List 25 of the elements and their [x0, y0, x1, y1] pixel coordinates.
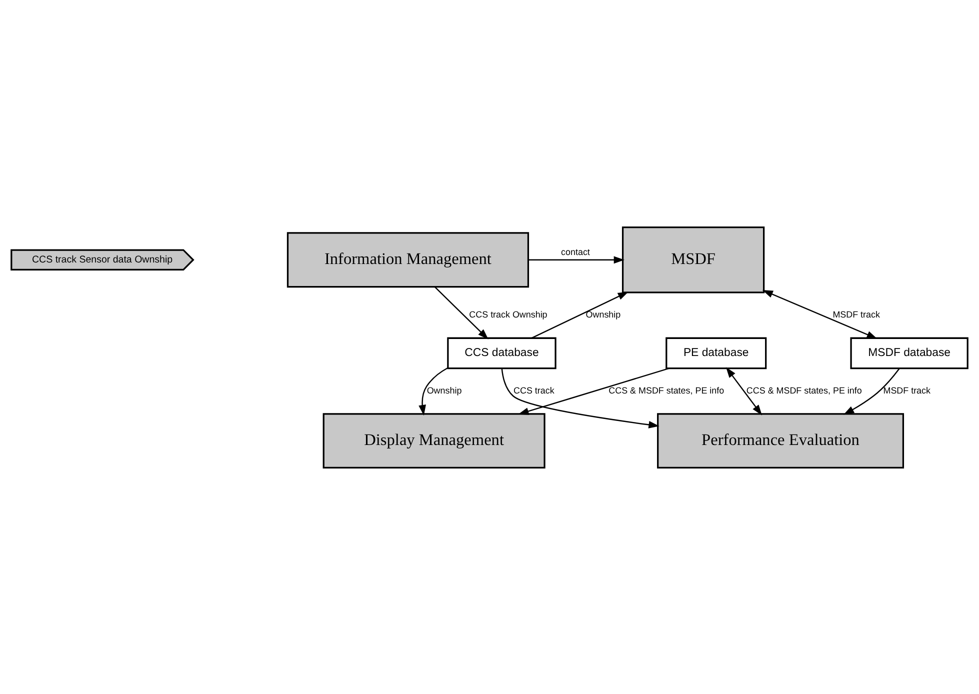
edge-label: Ownship	[426, 384, 462, 395]
node-box: Performance Evaluation	[657, 412, 904, 468]
arrow	[726, 366, 762, 415]
arrow	[518, 367, 670, 414]
edge-label: Ownship	[586, 309, 621, 320]
edge-label: CCS & MSDF states, PE info	[746, 384, 862, 395]
node-box: MSDF database	[850, 336, 968, 369]
node-box: PE database	[666, 336, 767, 369]
node-box: MSDF	[622, 226, 765, 293]
edge-label: CCS & MSDF states, PE info	[608, 384, 724, 395]
arrow	[843, 368, 900, 414]
arrow	[418, 366, 448, 416]
node-box: CCS database	[447, 336, 556, 369]
arrow	[501, 368, 660, 428]
arrow	[434, 286, 488, 339]
arrow	[528, 256, 624, 264]
edge-label: contact	[561, 246, 590, 256]
arrow	[531, 291, 628, 338]
edge-label: MSDF track	[883, 384, 931, 395]
edge-label: CCS track Ownship	[469, 309, 548, 320]
edge-label: CCS track	[514, 384, 554, 395]
edge-label: MSDF track	[832, 309, 880, 320]
arrow	[762, 290, 878, 338]
node-box: Information Management	[286, 232, 530, 288]
node-box: Display Management	[322, 412, 546, 468]
